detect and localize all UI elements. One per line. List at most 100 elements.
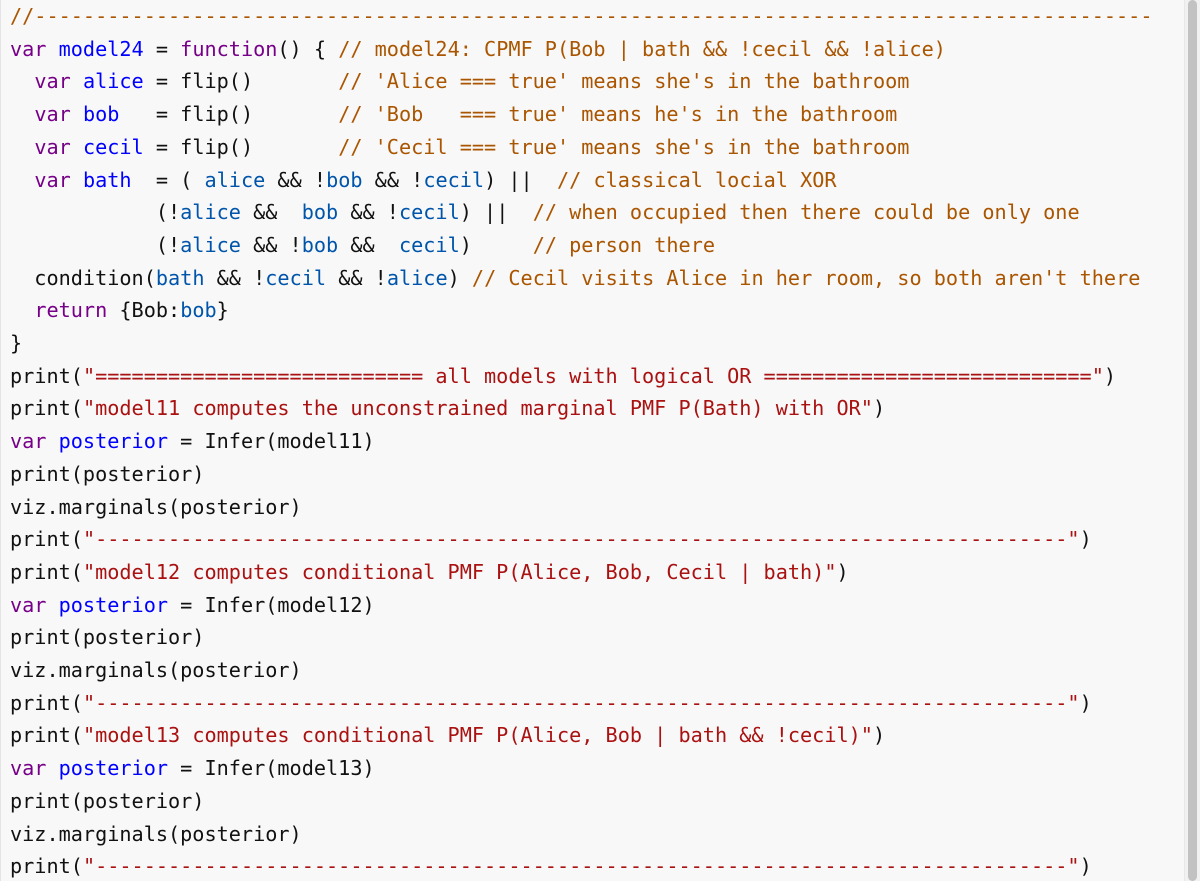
code-token-keyword: var: [10, 756, 47, 781]
code-token-def: posterior: [58, 592, 169, 617]
code-token-keyword: var: [10, 429, 47, 454]
code-token-plain: [71, 102, 83, 126]
vertical-scrollbar[interactable]: [1184, 0, 1200, 881]
code-token-plain: print(: [10, 396, 83, 421]
code-token-keyword: var: [10, 592, 47, 617]
code-token-plain: (!: [10, 200, 181, 225]
scrollbar-thumb[interactable]: [1188, 0, 1197, 881]
code-token-plain: [46, 37, 58, 61]
code-token-variable: cecil: [265, 265, 327, 290]
code-token-plain: = Infer(model13): [168, 756, 375, 781]
code-line[interactable]: var cecil = flip() // 'Cecil === true' m…: [10, 131, 909, 164]
code-line[interactable]: }: [10, 327, 22, 360]
code-token-plain: =: [143, 36, 181, 61]
code-token-keyword: var: [10, 36, 47, 61]
code-token-keyword: var: [34, 102, 71, 127]
code-token-plain: [46, 593, 58, 617]
code-token-plain: (!: [10, 232, 181, 257]
code-line[interactable]: print("model11 computes the unconstraine…: [10, 392, 885, 425]
code-line[interactable]: print("---------------------------------…: [10, 523, 1092, 556]
code-token-plain: viz.marginals(posterior): [10, 494, 302, 519]
code-token-plain: && !: [326, 265, 387, 290]
code-token-plain: ): [872, 723, 886, 748]
code-line[interactable]: var posterior = Infer(model11): [10, 425, 375, 458]
code-token-plain: ): [836, 559, 849, 584]
code-token-variable: bob: [180, 298, 217, 323]
code-line[interactable]: var model24 = function() { // model24: C…: [10, 33, 946, 66]
code-token-plain: = flip(): [119, 102, 339, 127]
code-token-plain: && !: [338, 200, 399, 225]
code-token-string: "---------------------------------------…: [82, 854, 1080, 879]
code-token-plain: print(: [10, 527, 83, 552]
code-line[interactable]: var bob = flip() // 'Bob === true' means…: [10, 98, 897, 131]
code-token-plain: print(: [10, 559, 83, 584]
code-line[interactable]: var posterior = Infer(model12): [10, 589, 375, 622]
code-token-def: bath: [82, 167, 132, 192]
code-line[interactable]: var posterior = Infer(model13): [10, 752, 375, 785]
code-token-comment: // classical locial XOR: [557, 167, 837, 192]
code-token-comment: // 'Cecil === true' means she's in the b…: [338, 134, 910, 159]
code-token-keyword: var: [34, 167, 71, 192]
code-line[interactable]: print(posterior): [10, 458, 204, 491]
code-token-plain: ): [1103, 363, 1117, 388]
code-line[interactable]: (!alice && bob && !cecil) || // when occ…: [10, 196, 1080, 229]
code-line[interactable]: var alice = flip() // 'Alice === true' m…: [10, 65, 909, 98]
code-line[interactable]: viz.marginals(posterior): [10, 818, 302, 851]
code-line[interactable]: //--------------------------------------…: [10, 0, 1152, 33]
code-token-plain: [71, 135, 83, 159]
code-line[interactable]: return {Bob:bob}: [10, 294, 229, 327]
code-line[interactable]: print("=========================== all m…: [10, 360, 1116, 393]
code-token-keyword: return: [34, 298, 108, 323]
code-line[interactable]: viz.marginals(posterior): [10, 491, 302, 524]
code-token-plain: print(: [10, 723, 83, 748]
code-token-string: "model11 computes the unconstrained marg…: [82, 396, 873, 421]
code-token-plain: && !: [265, 167, 327, 192]
code-line[interactable]: condition(bath && !cecil && !alice) // C…: [10, 262, 1140, 295]
code-line[interactable]: var bath = ( alice && !bob && !cecil) ||…: [10, 164, 837, 197]
code-line[interactable]: print("---------------------------------…: [10, 850, 1092, 881]
code-token-plain: [46, 429, 58, 453]
code-token-variable: cecil: [423, 167, 485, 192]
code-line[interactable]: (!alice && !bob && cecil) // person ther…: [10, 229, 715, 262]
code-token-string: "---------------------------------------…: [82, 690, 1080, 715]
code-token-plain: [46, 756, 58, 780]
code-line[interactable]: viz.marginals(posterior): [10, 654, 302, 687]
code-token-comment: // person there: [532, 232, 715, 257]
code-token-plain: && !: [240, 232, 302, 257]
code-token-def: bob: [82, 102, 120, 127]
code-token-string: "---------------------------------------…: [82, 527, 1080, 552]
code-token-def: model24: [58, 36, 144, 61]
code-token-plain: }: [10, 331, 23, 355]
code-token-plain: ) ||: [484, 167, 558, 192]
code-token-plain: [10, 102, 34, 126]
code-token-variable: bath: [155, 265, 205, 290]
code-token-plain: condition(: [10, 265, 156, 290]
code-token-plain: ): [459, 232, 533, 257]
code-token-variable: bob: [301, 232, 339, 257]
code-token-def: posterior: [58, 429, 169, 454]
code-token-string: "model12 computes conditional PMF P(Alic…: [82, 559, 837, 584]
code-token-variable: alice: [204, 167, 266, 192]
code-token-plain: () {: [277, 36, 339, 61]
code-line[interactable]: print("---------------------------------…: [10, 687, 1092, 720]
code-token-variable: cecil: [398, 200, 460, 225]
code-token-plain: print(posterior): [10, 461, 205, 486]
code-line[interactable]: print("model12 computes conditional PMF …: [10, 556, 849, 589]
code-token-string: "model13 computes conditional PMF P(Alic…: [82, 723, 873, 748]
code-token-plain: [10, 135, 34, 159]
code-token-keyword: var: [34, 69, 71, 94]
code-token-plain: print(: [10, 854, 83, 879]
code-token-variable: cecil: [398, 232, 460, 257]
code-token-plain: && !: [204, 265, 266, 290]
code-line[interactable]: print(posterior): [10, 621, 204, 654]
code-token-plain: print(: [10, 690, 83, 715]
code-line[interactable]: print(posterior): [10, 785, 204, 818]
code-line[interactable]: print("model13 computes conditional PMF …: [10, 719, 885, 752]
code-token-comment: // model24: CPMF P(Bob | bath && !cecil …: [338, 36, 946, 61]
code-token-plain: = flip(): [143, 134, 339, 159]
code-token-plain: = Infer(model11): [168, 429, 375, 454]
code-token-keyword: var: [34, 134, 71, 159]
code-token-string: "=========================== all models …: [82, 363, 1104, 388]
code-token-comment: // 'Bob === true' means he's in the bath…: [338, 102, 898, 127]
